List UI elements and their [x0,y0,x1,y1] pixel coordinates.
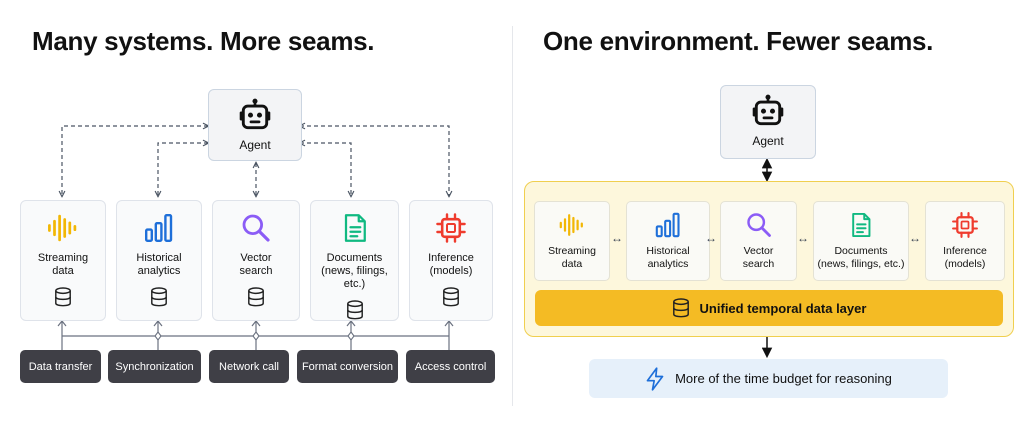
agent-label: Agent [752,134,784,148]
left-card-documents: Documents (news, filings, etc.) [310,200,399,321]
bidirectional-arrow: ↔ [909,231,921,245]
bar-chart-icon [143,212,175,244]
database-icon [442,287,460,307]
reasoning-budget-banner: More of the time budget for reasoning [589,359,948,398]
seam-access-control: Access control [406,350,495,383]
panel-divider [512,26,513,406]
document-icon [848,211,874,239]
right-agent-box: Agent [720,85,816,159]
left-card-vector: Vector search [212,200,300,321]
left-title: Many systems. More seams. [32,26,375,56]
component-label: Vector search [742,245,775,270]
component-label: Documents (news, filings, etc.) [321,252,388,290]
database-icon [247,287,265,307]
streaming-wave-icon [558,211,586,239]
magnifier-icon [745,211,773,239]
document-icon [340,212,370,244]
left-card-inference: Inference (models) [409,200,493,321]
chip-icon [951,211,979,239]
budget-label: More of the time budget for reasoning [675,371,892,386]
layer-label: Unified temporal data layer [699,300,867,316]
left-card-historical: Historical analytics [116,200,202,321]
component-label: Historical analytics [136,252,182,277]
right-card-documents: Documents (news, filings, etc.) [813,201,909,281]
lightning-bolt-icon [645,367,665,391]
streaming-wave-icon [46,211,80,245]
robot-icon [750,94,786,130]
database-icon [672,298,690,318]
left-card-streaming: Streaming data [20,200,106,321]
right-card-streaming: Streaming data [534,201,610,281]
seam-synchronization: Synchronization [108,350,201,383]
bidirectional-arrow: ↔ [705,231,717,245]
seam-data-transfer: Data transfer [20,350,101,383]
bar-chart-icon [654,211,682,239]
component-label: Inference (models) [428,252,474,277]
seam-network-call: Network call [209,350,289,383]
right-card-inference: Inference (models) [925,201,1005,281]
right-title: One environment. Fewer seams. [543,26,934,56]
component-label: Streaming data [548,245,596,270]
component-label: Streaming data [37,252,89,277]
component-label: Documents (news, filings, etc.) [817,245,905,270]
component-label: Vector search [239,252,273,277]
database-icon [346,300,364,320]
bidirectional-arrow: ↔ [797,231,809,245]
left-agent-box: Agent [208,89,302,161]
database-icon [54,287,72,307]
bidirectional-arrow: ↔ [611,231,623,245]
unified-data-layer-bar: Unified temporal data layer [535,290,1003,326]
component-label: Inference (models) [943,245,987,270]
seam-format-conversion: Format conversion [297,350,398,383]
magnifier-icon [240,212,272,244]
database-icon [150,287,168,307]
chip-icon [435,212,467,244]
right-card-historical: Historical analytics [626,201,710,281]
agent-label: Agent [239,138,271,152]
right-card-vector: Vector search [720,201,797,281]
component-label: Historical analytics [646,245,690,270]
robot-icon [237,98,273,134]
